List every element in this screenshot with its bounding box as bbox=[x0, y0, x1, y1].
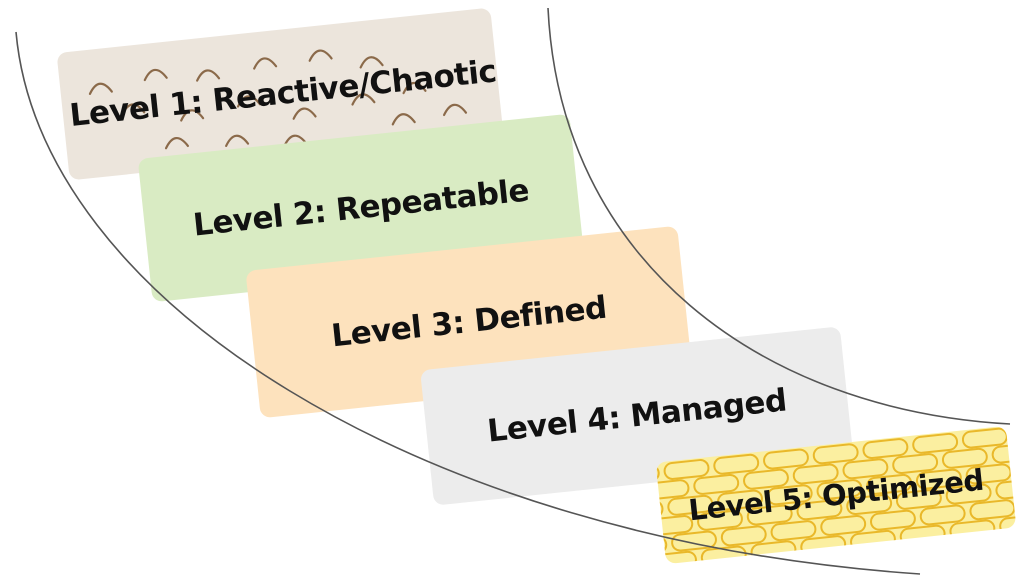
brick-mark bbox=[720, 525, 767, 547]
brick-mark bbox=[812, 443, 859, 465]
brick-mark bbox=[941, 447, 988, 469]
arch-mark bbox=[143, 68, 168, 82]
brick-mark bbox=[949, 519, 996, 541]
brick-mark bbox=[671, 530, 717, 552]
brick-mark bbox=[870, 509, 916, 531]
brick-mark bbox=[663, 459, 710, 480]
brick-mark bbox=[1011, 425, 1017, 444]
arch-mark bbox=[308, 49, 333, 62]
brick-mark bbox=[1015, 458, 1017, 480]
arch-mark bbox=[391, 113, 416, 126]
brick-mark bbox=[862, 438, 909, 460]
brick-mark bbox=[713, 453, 760, 475]
brick-mark bbox=[820, 514, 867, 536]
brick-mark bbox=[655, 550, 697, 565]
brick-mark bbox=[899, 524, 946, 546]
brick-mark bbox=[969, 499, 1016, 521]
brick-mark bbox=[912, 432, 959, 454]
brick-mark bbox=[919, 504, 966, 526]
brick-mark bbox=[945, 483, 992, 505]
arch-mark bbox=[196, 69, 221, 82]
level-3-label: Level 3: Defined bbox=[329, 289, 609, 355]
level-4-label: Level 4: Managed bbox=[485, 382, 789, 450]
arch-mark bbox=[88, 82, 113, 95]
brick-mark bbox=[763, 448, 809, 470]
brick-mark bbox=[999, 514, 1017, 536]
brick-mark bbox=[850, 529, 896, 551]
brick-mark bbox=[800, 535, 847, 557]
brick-mark bbox=[995, 478, 1017, 500]
arch-mark bbox=[164, 137, 190, 150]
arch-mark bbox=[225, 134, 250, 148]
brick-mark bbox=[965, 463, 1012, 485]
arch-mark bbox=[442, 103, 468, 117]
brick-mark bbox=[750, 540, 797, 562]
brick-mark bbox=[961, 427, 1008, 449]
brick-mark bbox=[770, 520, 817, 542]
brick-mark bbox=[655, 515, 694, 536]
brick-mark bbox=[655, 479, 690, 501]
level-2-label: Level 2: Repeatable bbox=[191, 172, 531, 244]
arch-mark bbox=[253, 57, 278, 70]
